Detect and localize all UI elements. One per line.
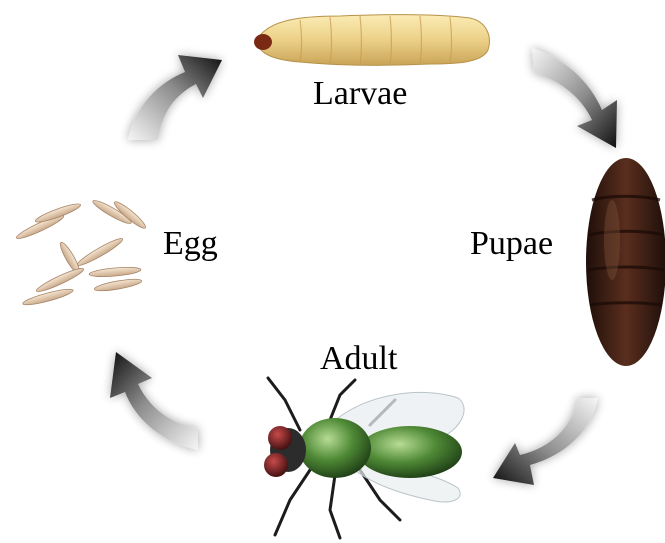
fly-abdomen: [358, 426, 462, 478]
arrow-adult-to-egg: [110, 352, 198, 450]
label-pupae: Pupae: [470, 225, 553, 262]
adult-fly-illustration: [264, 378, 464, 538]
arrow-egg-to-larvae: [128, 55, 222, 140]
larva-head: [254, 34, 272, 50]
label-larvae: Larvae: [313, 75, 407, 112]
arrow-pupae-to-adult: [493, 398, 598, 485]
fly-thorax: [299, 418, 371, 478]
egg: [89, 266, 141, 279]
fly-eye-right: [264, 453, 288, 477]
label-adult: Adult: [320, 340, 398, 377]
label-egg: Egg: [163, 225, 218, 262]
fly-eye-left: [268, 426, 292, 450]
egg: [75, 236, 124, 269]
pupa-illustration: [586, 158, 665, 366]
egg: [94, 277, 143, 293]
eggs-illustration: [15, 198, 148, 308]
arrow-larvae-to-pupae: [532, 48, 617, 148]
larva-illustration: [254, 15, 489, 66]
